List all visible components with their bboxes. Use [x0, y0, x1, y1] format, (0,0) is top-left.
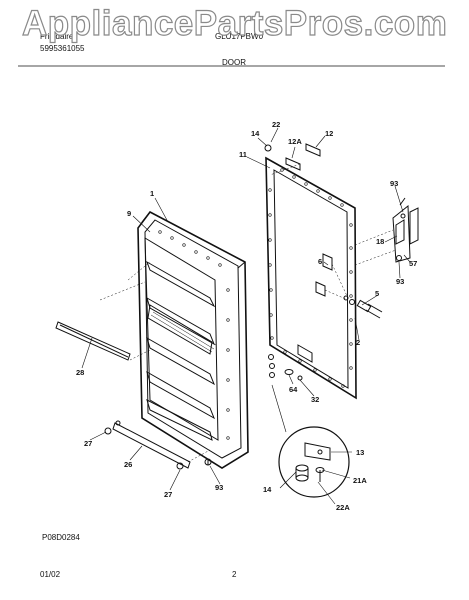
- part-12-clip: [305, 143, 321, 157]
- callout-12a: 12A: [288, 137, 302, 146]
- callout-22: 22: [272, 120, 280, 129]
- footer-page: 2: [232, 570, 237, 579]
- diagram-code: P08D0284: [42, 533, 80, 542]
- callout-57: 57: [409, 259, 417, 268]
- callout-22a: 22A: [336, 503, 350, 512]
- door-liner-assembly: [137, 210, 249, 469]
- callout-64: 64: [289, 385, 298, 394]
- callout-14: 14: [251, 129, 260, 138]
- callout-5: 5: [375, 289, 379, 298]
- brand-label: Frigidaire: [40, 32, 74, 41]
- callout-93: 93: [215, 483, 223, 492]
- callout-12: 12: [325, 129, 333, 138]
- callout-28: 28: [76, 368, 84, 377]
- callout-93: 93: [390, 179, 398, 188]
- footer-date: 01/02: [40, 570, 61, 579]
- part-12a-clip: [285, 157, 301, 171]
- watermark: AppliancePartsPros.com: [21, 3, 448, 43]
- section-title: DOOR: [222, 58, 246, 67]
- part-13-bracket: [304, 442, 331, 461]
- callout-27: 27: [164, 490, 172, 499]
- callout-14: 14: [263, 485, 272, 494]
- part-26-strip: [112, 422, 191, 469]
- callout-2: 2: [356, 338, 360, 347]
- callout-13: 13: [356, 448, 364, 457]
- part-number-label: 5995361055: [40, 44, 85, 53]
- part-28-breaker-strip: [55, 321, 131, 361]
- part-14-screw: [264, 144, 272, 152]
- callout-1: 1: [150, 189, 154, 198]
- part-27-screw: [104, 427, 112, 435]
- callout-93: 93: [396, 277, 404, 286]
- callout-18: 18: [376, 237, 384, 246]
- callout-9: 9: [127, 209, 131, 218]
- callout-26: 26: [124, 460, 132, 469]
- detail-view-circle: [278, 426, 350, 498]
- hinge-bracket: [392, 204, 411, 263]
- callout-6: 6: [318, 257, 322, 266]
- callout-21a: 21A: [353, 476, 367, 485]
- callout-27: 27: [84, 439, 92, 448]
- outer-door-panel: [265, 156, 357, 400]
- callout-32: 32: [311, 395, 319, 404]
- part-27-screw: [176, 462, 184, 470]
- callout-11: 11: [239, 150, 247, 159]
- part-5-handle: [343, 295, 383, 319]
- model-label: GLU17PBW0: [215, 32, 264, 41]
